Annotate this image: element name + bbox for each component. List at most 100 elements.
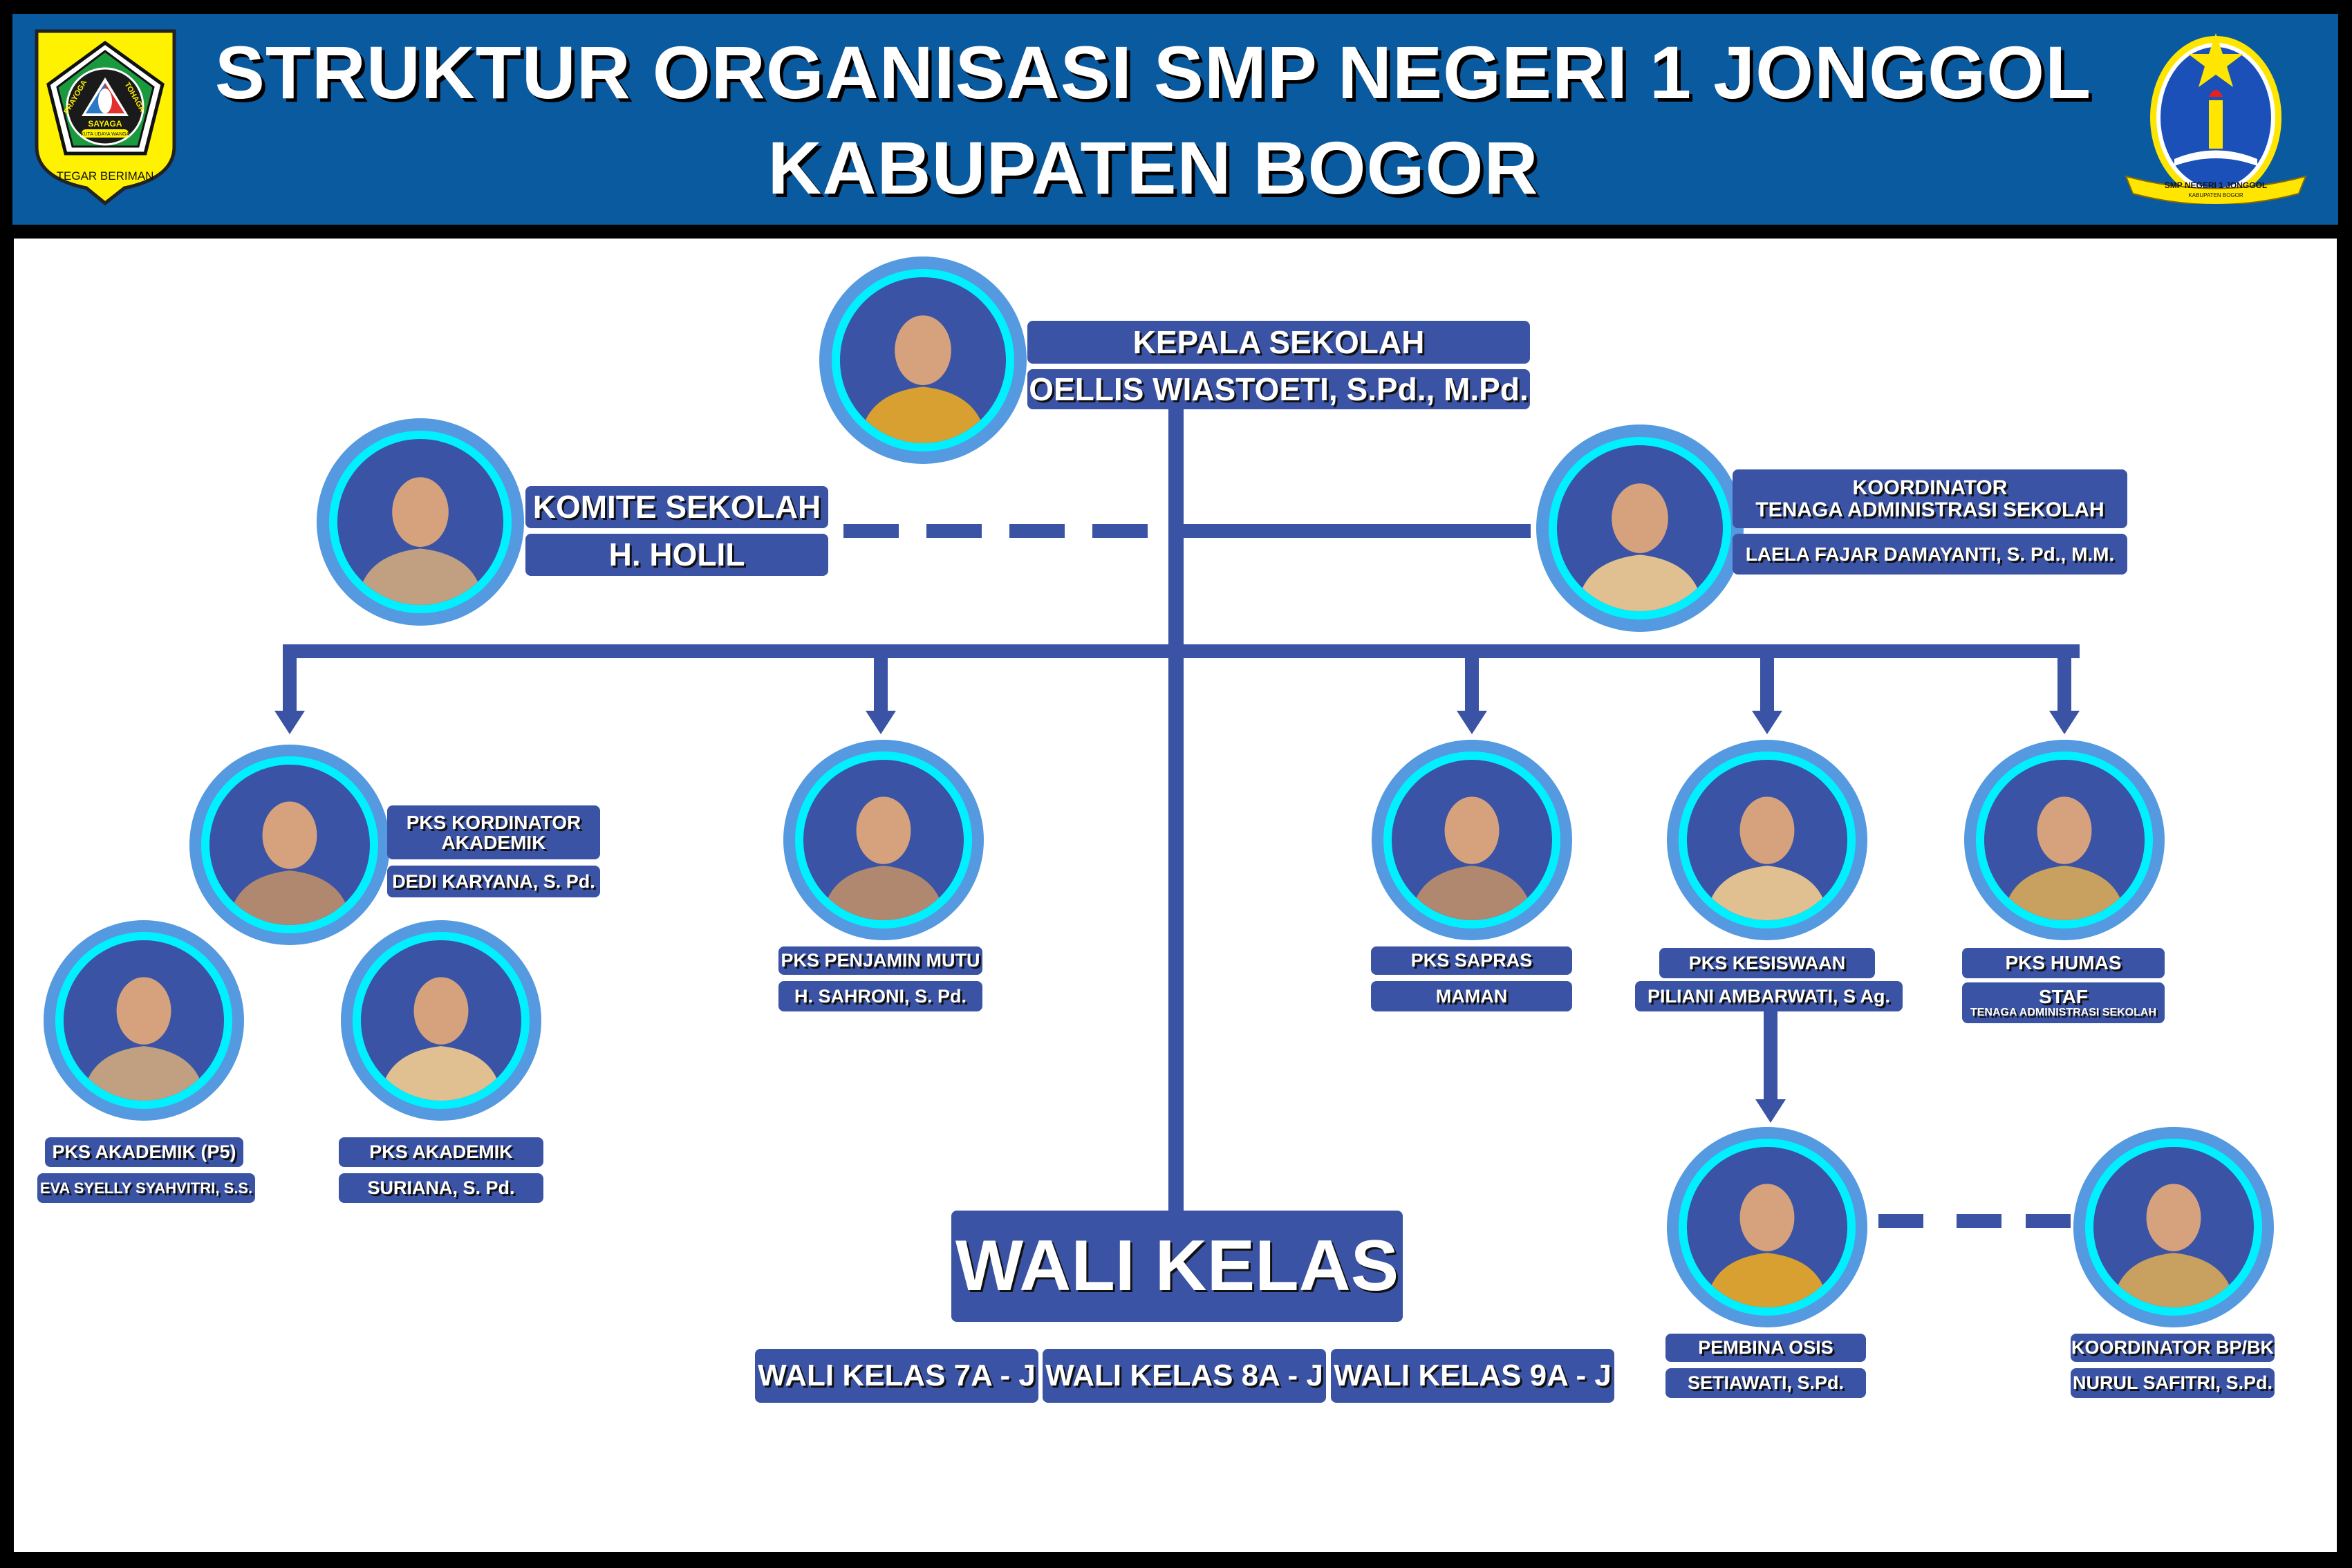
wali-kelas-title-text: WALI KELAS (955, 1225, 1399, 1306)
drop-line (1465, 644, 1479, 713)
pks-sapras-title: PKS SAPRAS (1371, 946, 1572, 975)
pks-sapras-name: MAMAN (1371, 981, 1572, 1011)
avatar-pembina-osis (1667, 1127, 1867, 1327)
pks-kordinator-akademik-title-text: AKADEMIK (441, 832, 546, 853)
person-photo (1392, 760, 1552, 920)
wali-kelas-7: WALI KELAS 7A - J (755, 1349, 1038, 1403)
arrow-down-icon (1752, 711, 1782, 734)
drop-line (1760, 644, 1774, 713)
pks-akademik-name: SURIANA, S. Pd. (339, 1173, 543, 1203)
pembina-osis-title-text: PEMBINA OSIS (1698, 1337, 1833, 1359)
pks-akademik-p5-name: EVA SYELLY SYAHVITRI, S.S. (37, 1173, 255, 1203)
school-logo: SMP NEGERI 1 JONGGOL KABUPATEN BOGOR (2125, 33, 2307, 204)
page-title: STRUKTUR ORGANISASI SMP NEGERI 1 JONGGOL (214, 30, 2092, 114)
wali-kelas-8: WALI KELAS 8A - J (1043, 1349, 1326, 1403)
pks-kesiswaan-title: PKS KESISWAAN (1659, 948, 1875, 978)
pks-akademik-name-text: SURIANA, S. Pd. (367, 1177, 515, 1199)
arrow-down-icon (866, 711, 896, 734)
pks-akademik-title-text: PKS AKADEMIK (369, 1141, 513, 1163)
pks-kordinator-akademik-name-text: DEDI KARYANA, S. Pd. (392, 870, 595, 892)
person-photo (209, 765, 370, 925)
person-photo (64, 940, 224, 1101)
pembina-osis-name: SETIAWATI, S.Pd. (1665, 1368, 1866, 1398)
wali-kelas-7-text: WALI KELAS 7A - J (758, 1358, 1036, 1392)
pks-kesiswaan-title-text: PKS KESISWAAN (1688, 952, 1846, 973)
pks-sapras-name-text: MAMAN (1435, 985, 1508, 1007)
avatar-pks-penjamin-mutu (783, 740, 984, 940)
pks-penjamin-mutu-name-text: H. SAHRONI, S. Pd. (794, 985, 967, 1007)
trunk-line (1168, 409, 1184, 1211)
drop-line (874, 644, 888, 713)
pks-kordinator-akademik-name: DEDI KARYANA, S. Pd. (387, 866, 600, 897)
person-photo (1984, 760, 2145, 920)
connector-line (1184, 524, 1531, 538)
person-photo (1687, 760, 1847, 920)
kepala-name-text: OELLIS WIASTOETI, S.Pd., M.Pd. (1029, 371, 1529, 407)
header-banner: STRUKTUR ORGANISASI SMP NEGERI 1 JONGGOL… (12, 14, 2338, 225)
pks-penjamin-mutu-name: H. SAHRONI, S. Pd. (778, 981, 982, 1011)
kepala-title-text: KEPALA SEKOLAH (1132, 324, 1425, 360)
dashed-connector (926, 524, 982, 538)
avatar-koordinator-tas (1536, 424, 1744, 632)
avatar-kepala-sekolah (819, 256, 1027, 464)
pks-humas-name-text: TENAGA ADMINISTRASI SEKOLAH (1970, 1006, 2157, 1018)
person-photo (840, 277, 1006, 443)
pks-akademik-p5-title: PKS AKADEMIK (P5) (45, 1137, 243, 1167)
pks-kesiswaan-name: PILIANI AMBARWATI, S Ag. (1635, 981, 1903, 1011)
avatar-komite (317, 418, 524, 626)
logo-text-sayaga: SAYAGA (88, 119, 122, 129)
kepala-name: OELLIS WIASTOETI, S.Pd., M.Pd. (1027, 369, 1530, 409)
page-subtitle: KABUPATEN BOGOR (767, 126, 1539, 209)
arrow-down-icon (1457, 711, 1487, 734)
logo-text-school: SMP NEGERI 1 JONGGOL (2165, 180, 2267, 190)
wali-kelas-title: WALI KELAS (951, 1211, 1403, 1322)
kepala-title: KEPALA SEKOLAH (1027, 321, 1530, 364)
pks-akademik-p5-name-text: EVA SYELLY SYAHVITRI, S.S. (39, 1179, 253, 1197)
dashed-connector (1957, 1214, 2001, 1228)
avatar-koordinator-bk (2073, 1127, 2274, 1327)
avatar-pks-akademik (341, 920, 541, 1121)
koordinator-tas-title-text: KOORDINATOR (1852, 476, 2008, 499)
wali-kelas-9: WALI KELAS 9A - J (1331, 1349, 1614, 1403)
pks-kesiswaan-name-text: PILIANI AMBARWATI, S Ag. (1648, 985, 1890, 1007)
koordinator-bk-name-text: NURUL SAFITRI, S.Pd. (2072, 1372, 2272, 1394)
koordinator-bk-title-text: KOORDINATOR BP/BK (2071, 1337, 2274, 1359)
pks-kordinator-akademik-title-text: PKS KORDINATOR (406, 811, 581, 833)
dashed-connector (1092, 524, 1148, 538)
drop-line (2057, 644, 2071, 713)
komite-title: KOMITE SEKOLAH (525, 486, 828, 528)
drop-line (1764, 1011, 1777, 1101)
arrow-down-icon (2049, 711, 2080, 734)
pks-sapras-title-text: PKS SAPRAS (1410, 950, 1533, 971)
pks-humas-name-text: STAF (2038, 986, 2089, 1008)
person-photo (2093, 1147, 2254, 1307)
dashed-connector (2026, 1214, 2071, 1228)
koordinator-bk-title: KOORDINATOR BP/BK (2071, 1334, 2275, 1362)
komite-title-text: KOMITE SEKOLAH (532, 489, 821, 525)
pks-akademik-title: PKS AKADEMIK (339, 1137, 543, 1167)
dashed-connector (1009, 524, 1065, 538)
logo-text-tegar-beriman: TEGAR BERIMAN (57, 169, 154, 183)
avatar-pks-kesiswaan (1667, 740, 1867, 940)
koordinator-tas-title-text: TENAGA ADMINISTRASI SEKOLAH (1755, 498, 2104, 521)
person-photo (803, 760, 964, 920)
person-photo (337, 439, 503, 605)
pks-penjamin-mutu-title: PKS PENJAMIN MUTU (778, 946, 982, 975)
pks-humas-title: PKS HUMAS (1962, 948, 2165, 978)
komite-name: H. HOLIL (525, 534, 828, 576)
logo-text-motto: KUTA UDAYA WANGA (81, 132, 130, 137)
dashed-connector (1878, 1214, 1923, 1228)
drop-line (283, 644, 297, 713)
pks-penjamin-mutu-title-text: PKS PENJAMIN MUTU (781, 950, 980, 971)
pks-akademik-p5-title-text: PKS AKADEMIK (P5) (52, 1141, 236, 1163)
pembina-osis-title: PEMBINA OSIS (1665, 1334, 1866, 1362)
wali-kelas-8-text: WALI KELAS 8A - J (1045, 1358, 1323, 1392)
avatar-pks-akademik-p5 (44, 920, 244, 1121)
person-photo (361, 940, 521, 1101)
avatar-pks-kordinator-akademik (189, 745, 390, 945)
koordinator-tas-name: LAELA FAJAR DAMAYANTI, S. Pd., M.M. (1733, 534, 2127, 575)
person-photo (1557, 445, 1723, 611)
